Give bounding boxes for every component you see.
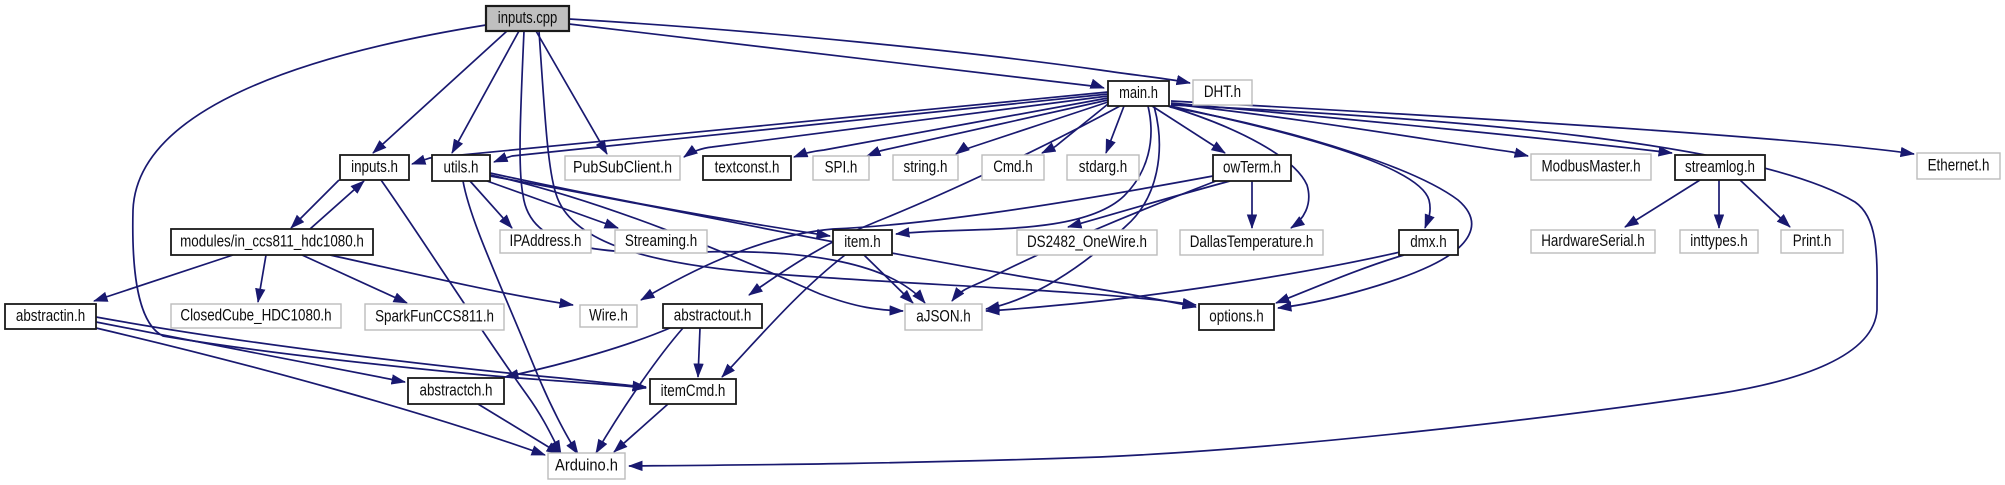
svg-text:owTerm.h: owTerm.h xyxy=(1223,158,1281,177)
svg-text:DallasTemperature.h: DallasTemperature.h xyxy=(1190,232,1314,251)
svg-text:ClosedCube_HDC1080.h: ClosedCube_HDC1080.h xyxy=(180,306,331,325)
svg-text:options.h: options.h xyxy=(1209,307,1263,326)
svg-text:aJSON.h: aJSON.h xyxy=(916,307,970,326)
svg-text:stdarg.h: stdarg.h xyxy=(1079,157,1127,176)
svg-text:inttypes.h: inttypes.h xyxy=(1690,231,1747,250)
svg-text:SPI.h: SPI.h xyxy=(825,158,858,177)
svg-text:Wire.h: Wire.h xyxy=(589,306,628,325)
svg-text:textconst.h: textconst.h xyxy=(715,158,780,177)
svg-text:streamlog.h: streamlog.h xyxy=(1685,157,1755,176)
svg-text:utils.h: utils.h xyxy=(444,158,479,177)
svg-text:dmx.h: dmx.h xyxy=(1410,232,1447,251)
svg-text:string.h: string.h xyxy=(904,157,948,176)
svg-text:Ethernet.h: Ethernet.h xyxy=(1928,156,1990,175)
svg-text:itemCmd.h: itemCmd.h xyxy=(661,381,726,400)
svg-text:inputs.cpp: inputs.cpp xyxy=(498,8,558,27)
svg-text:modules/in_ccs811_hdc1080.h: modules/in_ccs811_hdc1080.h xyxy=(180,232,364,251)
svg-text:abstractin.h: abstractin.h xyxy=(16,306,85,325)
svg-text:abstractch.h: abstractch.h xyxy=(420,381,493,400)
svg-text:inputs.h: inputs.h xyxy=(351,157,398,176)
svg-text:item.h: item.h xyxy=(844,232,881,251)
svg-text:Print.h: Print.h xyxy=(1793,231,1832,250)
svg-text:Streaming.h: Streaming.h xyxy=(625,231,697,250)
svg-text:abstractout.h: abstractout.h xyxy=(674,306,752,325)
svg-text:Cmd.h: Cmd.h xyxy=(993,157,1032,176)
svg-text:HardwareSerial.h: HardwareSerial.h xyxy=(1541,231,1645,250)
svg-text:main.h: main.h xyxy=(1119,83,1158,102)
svg-text:Arduino.h: Arduino.h xyxy=(555,456,618,475)
svg-text:DHT.h: DHT.h xyxy=(1204,82,1241,101)
svg-text:SparkFunCCS811.h: SparkFunCCS811.h xyxy=(375,307,494,326)
svg-text:PubSubClient.h: PubSubClient.h xyxy=(573,158,672,177)
svg-text:IPAddress.h: IPAddress.h xyxy=(510,231,582,250)
svg-text:ModbusMaster.h: ModbusMaster.h xyxy=(1542,157,1641,176)
svg-text:DS2482_OneWire.h: DS2482_OneWire.h xyxy=(1027,232,1147,251)
